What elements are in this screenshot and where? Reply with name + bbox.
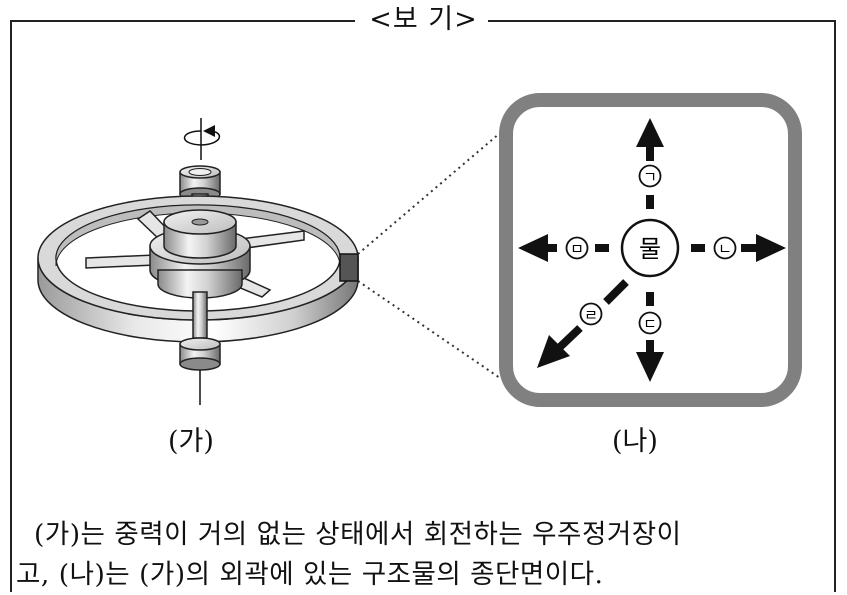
water-label: 물 — [639, 235, 661, 263]
description-line-2: 고, (나)는 (가)의 외곽에 있는 구조물의 종단면이다. — [16, 559, 604, 590]
bottom-axle — [192, 291, 208, 339]
label-digeut: ㄷ — [643, 315, 657, 333]
caption-na: (나) — [612, 426, 658, 457]
leader-line-top — [357, 132, 501, 255]
water-circle — [620, 218, 680, 278]
box-title: <보 기> — [0, 2, 847, 38]
description-text: (가)는 중력이 거의 없는 상태에서 회전하는 우주정거장이 고, (나)는 … — [16, 515, 834, 595]
label-giyeok: ㄱ — [643, 168, 657, 186]
arrow-giyeok: ㄱ — [636, 118, 664, 209]
cross-section-marker — [339, 253, 359, 282]
central-hub — [149, 209, 251, 299]
box-left-line — [10, 20, 12, 592]
label-mieum: ㅁ — [570, 240, 584, 258]
arrow-nieun: ㄴ — [691, 234, 786, 262]
box-right-line — [834, 20, 836, 592]
caption-ga: (가) — [168, 426, 214, 457]
box-top-right-line — [488, 20, 836, 22]
arrow-digeut: ㄷ — [636, 292, 664, 382]
label-nieun: ㄴ — [718, 240, 732, 258]
label-rieul: ㄹ — [584, 306, 598, 324]
leader-line-bottom — [357, 280, 501, 379]
cross-section-diagram: 물 ㄱ ㄴ ㄷ — [499, 93, 802, 407]
space-station-illustration — [37, 118, 359, 405]
arrow-rieul: ㄹ — [537, 279, 629, 368]
arrow-mieum: ㅁ — [518, 234, 609, 262]
box-title-text: <보 기> — [363, 4, 484, 35]
description-line-1: (가)는 중력이 거의 없는 상태에서 회전하는 우주정거장이 — [34, 519, 682, 550]
rotation-arrow-icon — [183, 125, 220, 146]
box-top-left-line — [10, 20, 355, 22]
bottom-cap — [179, 337, 221, 371]
